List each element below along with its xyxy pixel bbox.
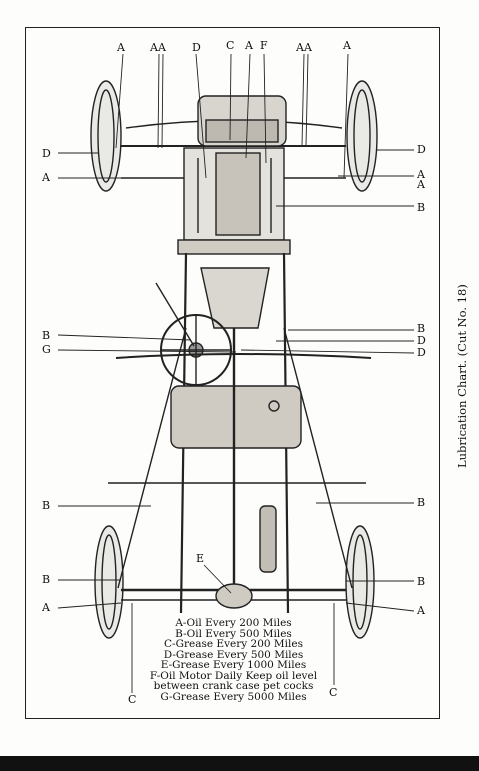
label-top-2: AA bbox=[150, 41, 166, 54]
chart-caption: Lubrication Chart. (Cut No. 18) bbox=[455, 284, 469, 468]
label-top-3: D bbox=[192, 41, 201, 54]
label-top-5: A bbox=[245, 39, 253, 52]
label-right-7: D bbox=[417, 346, 426, 359]
front-left-wheel bbox=[90, 80, 122, 192]
muffler bbox=[259, 505, 277, 573]
label-right-9: B bbox=[417, 575, 426, 588]
label-center-e: E bbox=[196, 552, 205, 565]
rear-left-wheel bbox=[94, 525, 124, 639]
legend-line: F-Oil Motor Daily Keep oil level bbox=[149, 669, 318, 682]
label-right-1: D bbox=[417, 143, 426, 156]
label-top-4: C bbox=[226, 39, 235, 52]
label-left-4: G bbox=[42, 343, 51, 356]
label-left-5: B bbox=[42, 499, 51, 512]
legend-line: G-Grease Every 5000 Miles bbox=[160, 690, 307, 703]
legend-line: B-Oil Every 500 Miles bbox=[175, 627, 292, 640]
label-top-8: A bbox=[343, 39, 351, 52]
label-left-3: B bbox=[42, 329, 51, 342]
legend-line: C-Grease Every 200 Miles bbox=[164, 638, 303, 650]
legend-line: D-Grease Every 500 Miles bbox=[163, 648, 304, 661]
label-right-8: B bbox=[417, 496, 426, 509]
label-right-5: B bbox=[417, 322, 426, 335]
legend-line: A-Oil Every 200 Miles bbox=[175, 617, 292, 629]
label-left-1: D bbox=[42, 147, 51, 160]
scan-bottom-edge bbox=[0, 756, 479, 771]
fuel-tank bbox=[170, 385, 302, 449]
label-left-8: C bbox=[128, 693, 137, 706]
lubrication-legend: A-Oil Every 200 Miles B-Oil Every 500 Mi… bbox=[26, 617, 439, 703]
label-left-6: B bbox=[42, 573, 51, 586]
label-left-7: A bbox=[42, 601, 50, 614]
label-top-6: F bbox=[260, 39, 268, 52]
legend-line: E-Grease Every 1000 Miles bbox=[160, 659, 307, 671]
lubrication-chart-frame: A AA D C A F AA A D A B G B B A C D A A … bbox=[25, 27, 440, 719]
rear-right-wheel bbox=[345, 525, 375, 639]
label-right-11: C bbox=[329, 686, 338, 699]
legend-line: between crank case pet cocks bbox=[153, 680, 314, 692]
label-right-6: D bbox=[417, 334, 426, 347]
label-right-4: B bbox=[417, 201, 426, 214]
label-right-10: A bbox=[417, 604, 425, 617]
front-right-wheel bbox=[346, 80, 378, 192]
label-right-3: A bbox=[417, 178, 425, 191]
label-top-1: A bbox=[117, 41, 125, 54]
label-right-2: A bbox=[417, 168, 425, 181]
label-left-2: A bbox=[42, 171, 50, 184]
chassis-drawing bbox=[57, 53, 415, 693]
label-top-7: AA bbox=[296, 41, 312, 54]
